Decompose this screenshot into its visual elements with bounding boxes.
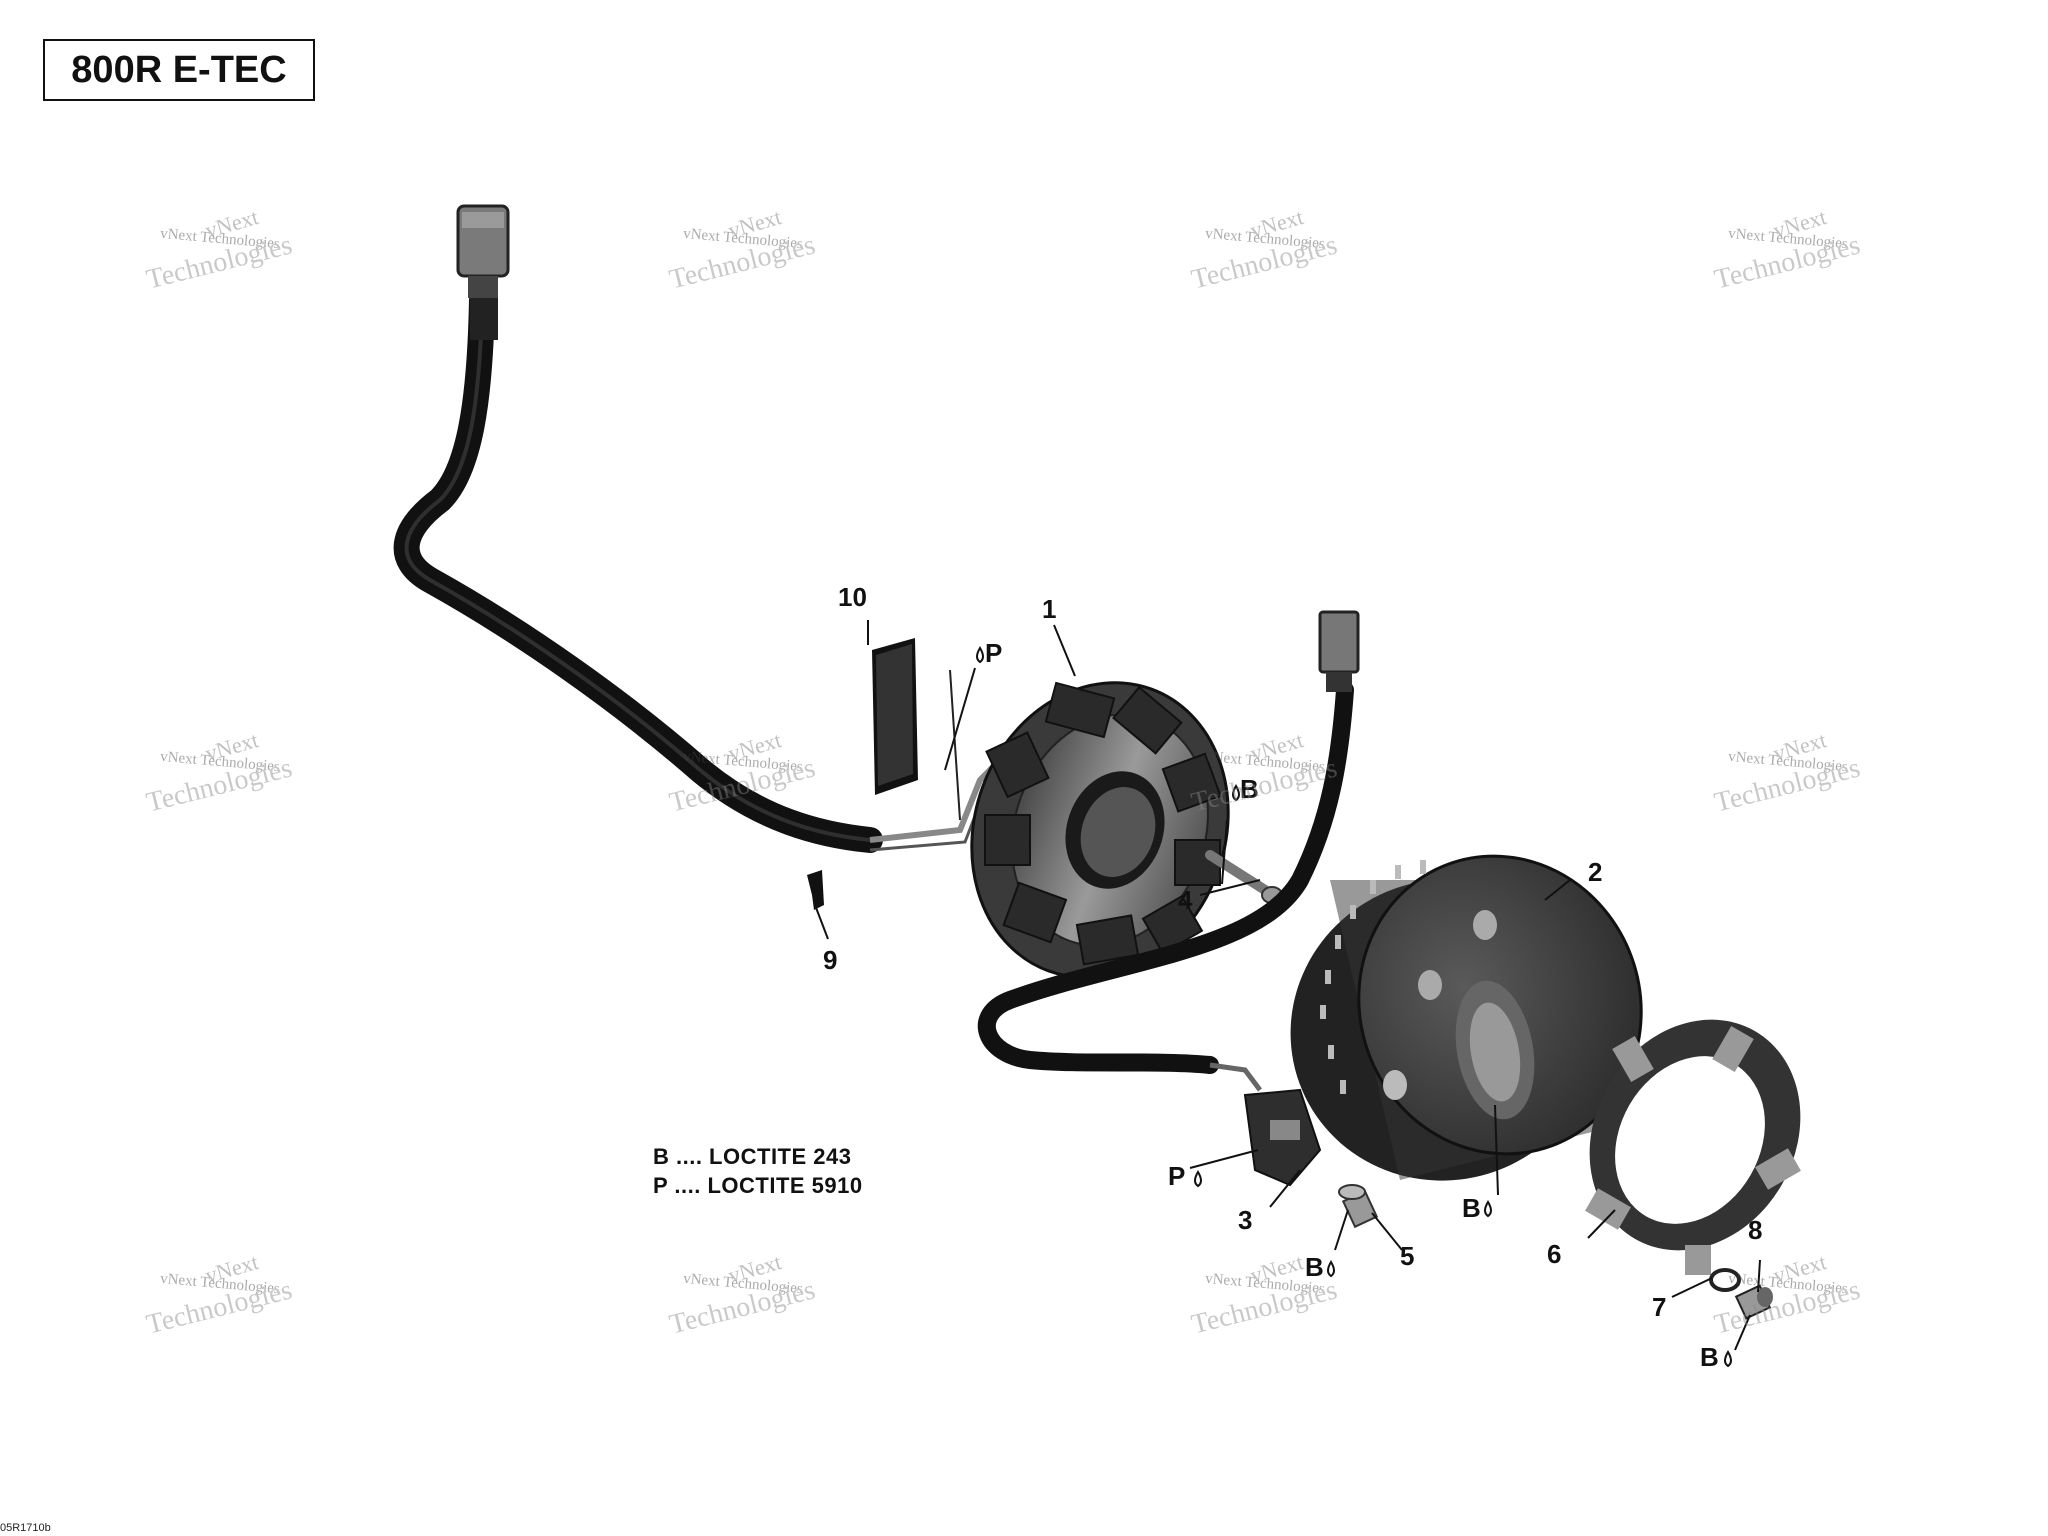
part-6-trigger-wheel	[1585, 1019, 1801, 1275]
callout-1: 1	[1042, 594, 1057, 624]
callout-3: 3	[1238, 1205, 1253, 1235]
stator-harness	[393, 287, 883, 853]
adhesive-b-bolt-4: B	[1240, 774, 1259, 804]
part-8-flywheel-nut	[1734, 1284, 1773, 1320]
part-3-position-sensor	[1243, 1088, 1322, 1187]
callout-10: 10	[838, 582, 867, 612]
adhesive-b-nut-8: B	[1700, 1342, 1719, 1372]
leader-lines	[814, 620, 1761, 1351]
callout-8: 8	[1748, 1215, 1763, 1245]
callout-6: 6	[1547, 1239, 1562, 1269]
adhesive-drop-icons	[976, 646, 1732, 1368]
model-title-box: 800R E-TEC	[43, 39, 315, 101]
adhesive-b-flywheel: B	[1462, 1193, 1481, 1223]
part-7-washer	[1709, 1268, 1741, 1292]
part-9-wire-clip	[807, 870, 824, 910]
callout-9: 9	[823, 945, 838, 975]
callout-2: 2	[1588, 857, 1603, 887]
part-5-sensor-screw	[1338, 1184, 1379, 1229]
legend-item-p: P .... LOCTITE 5910	[653, 1173, 863, 1198]
part-1-stator	[970, 681, 1230, 979]
figure-code: 05R1710b	[0, 1522, 51, 1534]
part-2-flywheel	[1290, 854, 1643, 1181]
adhesive-b-bolt-5: B	[1305, 1252, 1324, 1282]
adhesive-legend: B .... LOCTITE 243 P .... LOCTITE 5910	[653, 1142, 863, 1200]
adhesive-p-sensor: P	[1168, 1161, 1186, 1191]
part-10-grommet-strip	[872, 638, 918, 795]
sensor-harness	[977, 610, 1360, 1092]
adhesive-p-stator: P	[985, 638, 1003, 668]
callout-4: 4	[1178, 885, 1193, 915]
model-title: 800R E-TEC	[71, 48, 287, 91]
harness-connector	[456, 204, 510, 298]
callout-7: 7	[1652, 1292, 1667, 1322]
legend-item-b: B .... LOCTITE 243	[653, 1144, 852, 1169]
callout-5: 5	[1400, 1241, 1415, 1271]
